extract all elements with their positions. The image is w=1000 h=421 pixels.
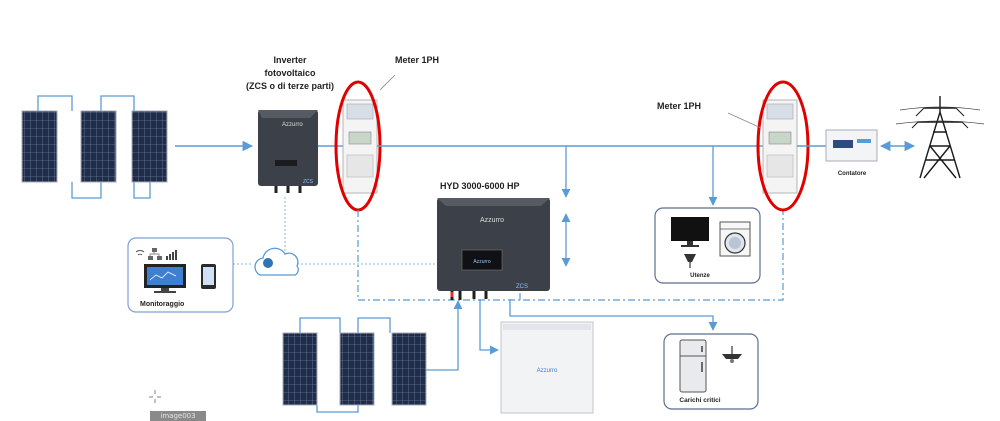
hybrid-inverter-icon: Azzurro Azzurro ZCS [437, 198, 550, 300]
pylon-insulators [911, 107, 969, 129]
hybrid-to-critical-line [509, 299, 718, 331]
meter-right-lcd [768, 131, 792, 145]
lamp-icon [684, 254, 696, 268]
critical-loads-box: Carichi critici [663, 333, 759, 410]
hybrid-display [461, 249, 503, 271]
solar-panel-icon [80, 110, 117, 183]
hybrid-lcd-text: Azzurro [473, 259, 490, 265]
panel-wiring-top [37, 95, 135, 111]
inverter-top [258, 110, 318, 118]
fridge-icon [679, 339, 707, 393]
signal-bars-icon [166, 250, 177, 260]
bottom-panel-wiring-bottom [316, 405, 359, 413]
battery-brand: Azzurro [537, 368, 558, 374]
meter-right-label: Meter 1PH [657, 101, 701, 111]
panel-wiring-bottom [71, 182, 151, 199]
inverter-label-2: fotovoltaico [265, 68, 317, 78]
meter-left-bottom [346, 154, 374, 178]
loads-box: Utenze [654, 207, 761, 284]
ceiling-lamp-shade [722, 354, 742, 359]
solar-panel-icon [21, 110, 58, 183]
inverter-label-3: (ZCS o di terze parti) [246, 81, 334, 91]
washer-icon [719, 221, 751, 257]
lamp-shade [684, 254, 696, 262]
hybrid-zcs: ZCS [516, 284, 528, 290]
meter-left-top [346, 103, 374, 120]
hybrid-top [437, 198, 550, 206]
meter-left-callout [379, 74, 396, 91]
solar-panel-icon [339, 332, 375, 406]
tv-icon [671, 217, 709, 247]
inverter-connectors [274, 186, 302, 193]
monitoring-label: Monitoraggio [140, 301, 184, 308]
inverter-icon: Azzurro ZCS [258, 110, 318, 193]
network-icon [148, 248, 162, 260]
bottom-panels-to-hybrid-line [426, 300, 463, 371]
meter-right-callout [727, 112, 762, 129]
hybrid-label: HYD 3000-6000 HP [440, 181, 520, 191]
inverter-zcs: ZCS [303, 179, 314, 185]
lamp-icon [722, 346, 742, 363]
solar-panel-icon [282, 332, 318, 406]
counter-led [857, 139, 871, 143]
meter-left-lcd [348, 131, 372, 145]
critical-label: Carichi critici [679, 397, 720, 404]
inverter-label-1: Inverter [273, 55, 307, 65]
phone-screen [203, 267, 214, 285]
meter-left-label: Meter 1PH [395, 55, 439, 65]
inverter-display [275, 160, 297, 166]
phone-icon [201, 264, 216, 289]
counter-display [833, 140, 853, 148]
top-solar-array [21, 95, 168, 199]
hybrid-brand: Azzurro [480, 217, 504, 224]
crosshair-icon [149, 390, 161, 403]
battery-icon: Azzurro [500, 321, 594, 414]
pylon-icon [895, 96, 985, 179]
pylon-wires [895, 106, 985, 125]
solar-panel-icon [391, 332, 427, 406]
fridge-body [679, 339, 707, 393]
bottom-solar-array [282, 300, 463, 413]
cloud-globe [263, 258, 273, 268]
solar-panel-icon [131, 110, 168, 183]
meter-icon [342, 99, 378, 194]
counter-label: Contatore [838, 171, 867, 177]
meter-icon [762, 99, 798, 194]
hybrid-body [437, 198, 550, 291]
tv-screen [671, 217, 709, 241]
image-watermark: image003 [150, 411, 206, 421]
hybrid-connectors [450, 291, 488, 300]
monitor-icon [144, 264, 186, 293]
battery-body [500, 321, 594, 414]
meter-comm-bus [357, 210, 784, 301]
cloud-shape [254, 247, 299, 276]
battery-top [503, 324, 591, 330]
meter-right-top [766, 103, 794, 120]
hybrid-to-battery-line [479, 299, 499, 355]
bottom-panel-wiring-top [299, 317, 391, 333]
energy-counter-icon [825, 129, 878, 162]
cloud-icon [254, 247, 299, 276]
pylon-arms [918, 96, 962, 123]
monitor-screen [147, 267, 183, 285]
inverter-body [258, 110, 318, 186]
wifi-icon [135, 250, 145, 256]
loads-label: Utenze [690, 273, 710, 279]
pylon-braces [923, 131, 957, 179]
meter-right-bottom [766, 154, 794, 178]
monitoring-box: Monitoraggio [127, 237, 234, 313]
inverter-brand: Azzurro [282, 122, 303, 128]
